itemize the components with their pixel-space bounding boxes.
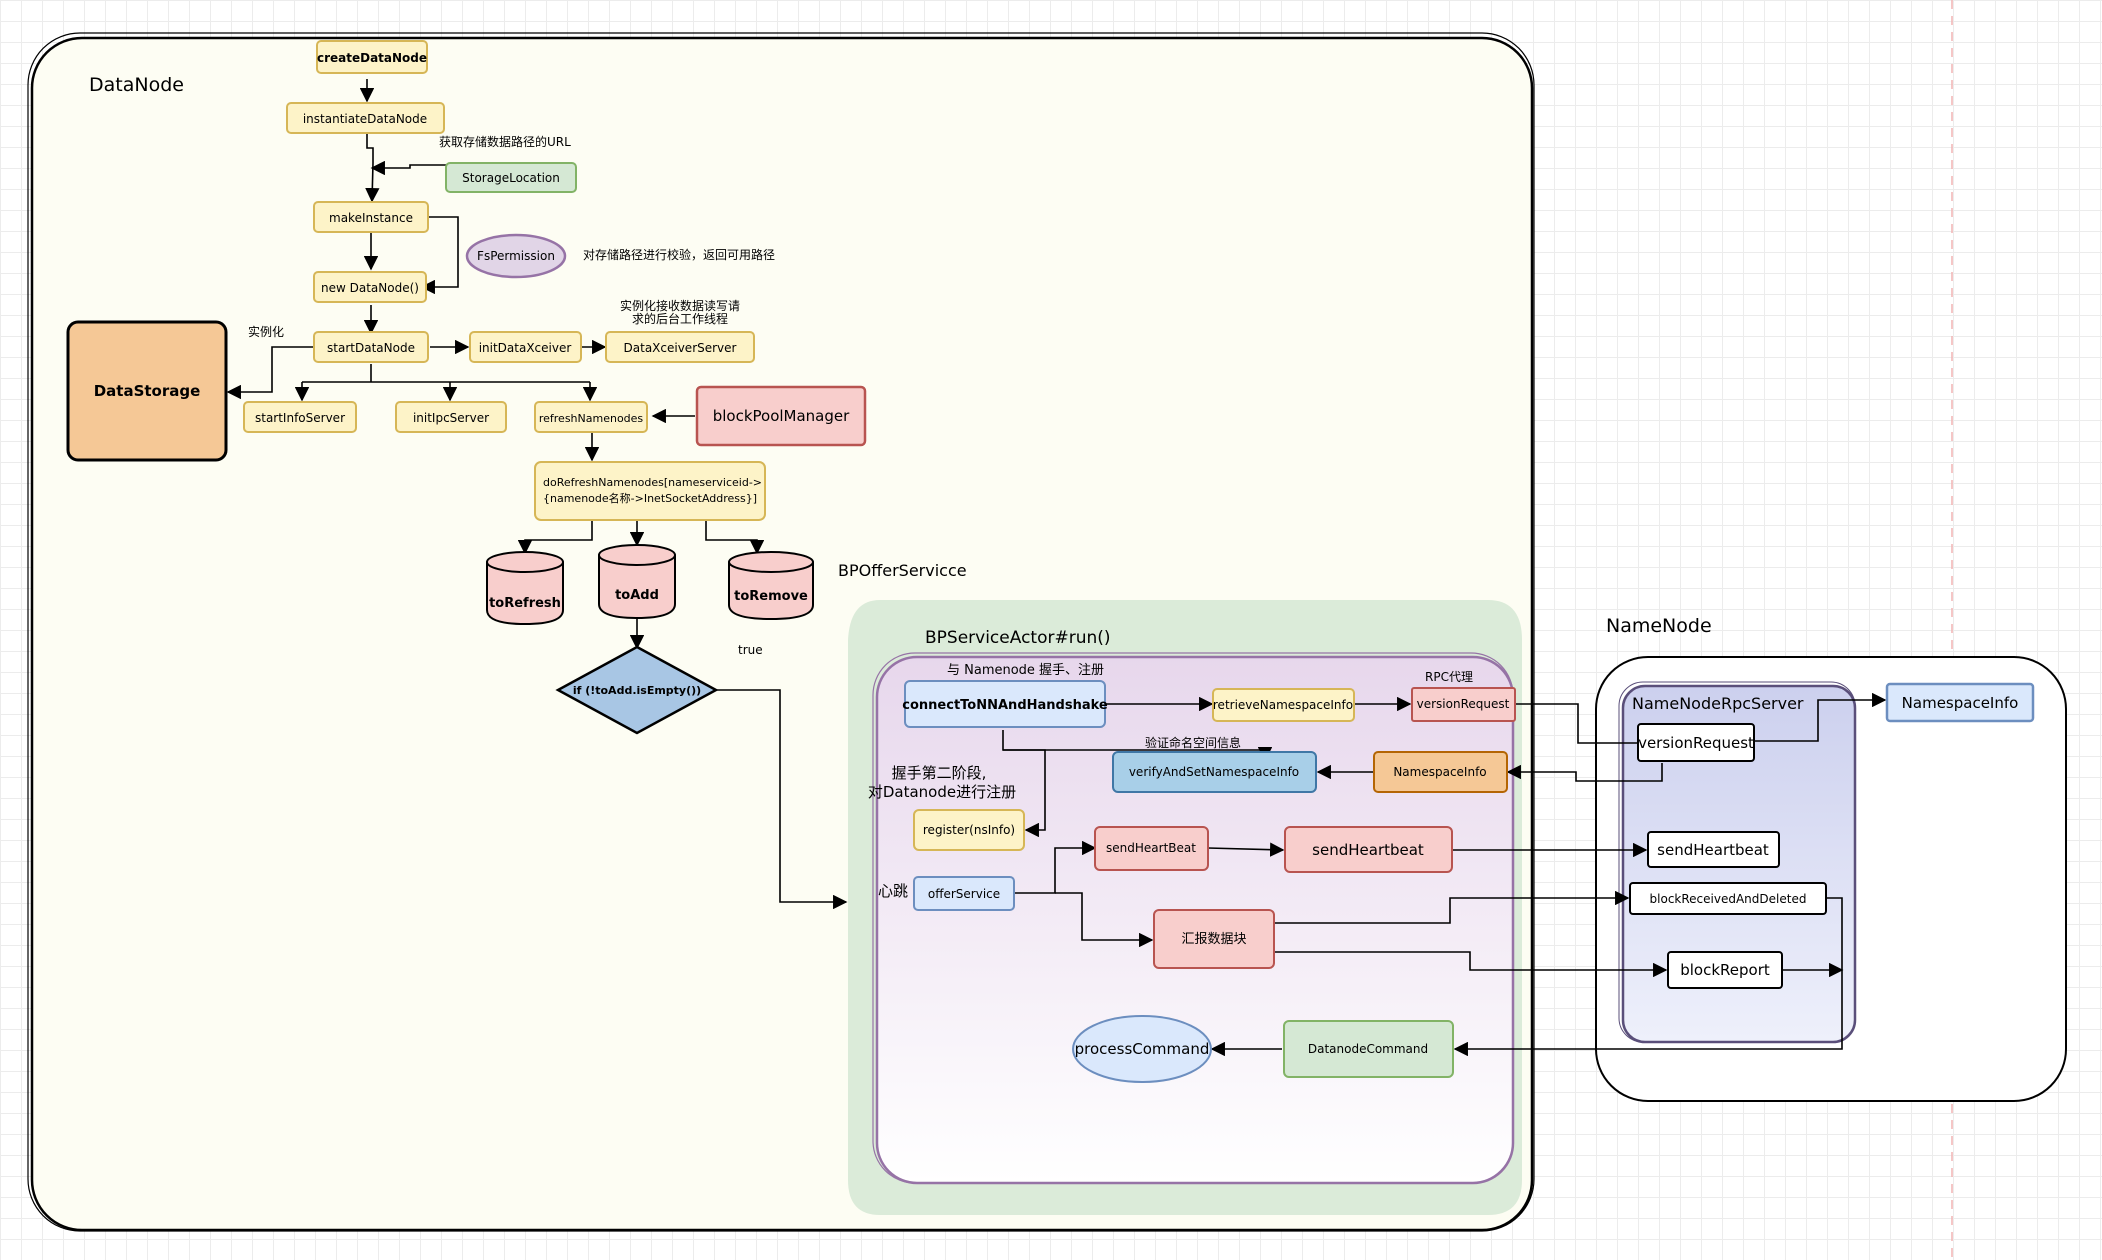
datanodecommand-label: DatanodeCommand — [1308, 1042, 1428, 1056]
bpoffer-service-label: BPOfferServicce — [838, 561, 967, 580]
sendheartbeat-server-label: sendHeartbeat — [1657, 841, 1769, 859]
makeinstance-label: makeInstance — [329, 211, 413, 225]
startinfoserver-label: startInfoServer — [255, 411, 345, 425]
blockpoolmanager-label: blockPoolManager — [713, 407, 850, 425]
sendheartbeat-server-node: sendHeartbeat — [1647, 831, 1780, 868]
versionrequest-server-label: versionRequest — [1638, 734, 1754, 752]
initipcserver-node: initIpcServer — [395, 401, 507, 433]
verify-ns-note: 验证命名空间信息 — [1145, 735, 1241, 750]
processcommand-node: processCommand — [1072, 1015, 1212, 1083]
handshake-note: 与 Namenode 握手、注册 — [947, 663, 1104, 678]
versionrequest-server-node: versionRequest — [1637, 723, 1755, 762]
blockreport-server-label: blockReport — [1680, 961, 1770, 979]
phase2-note-line1: 握手第二阶段, — [892, 764, 987, 782]
createdatanode-node: createDataNode — [316, 40, 428, 74]
if-toadd-label: if (!toAdd.isEmpty()) — [573, 684, 701, 697]
heartbeat-note: 心跳 — [878, 882, 908, 900]
xceiver-note-line1: 实例化接收数据读写请 — [620, 298, 740, 313]
initdataxceiver-label: initDataXceiver — [479, 341, 572, 355]
storagelocation-node: StorageLocation — [445, 162, 577, 193]
instantiatedatanode-node: instantiateDataNode — [286, 102, 445, 134]
datastorage-node: DataStorage — [66, 320, 228, 462]
blockreceived-server-node: blockReceivedAndDeleted — [1629, 882, 1827, 915]
dorefreshnamenodes-node: doRefreshNamenodes[nameserviceid-> {name… — [534, 461, 766, 521]
torefresh-node: toRefresh — [486, 551, 564, 626]
dataxceiverserver-label: DataXceiverServer — [624, 341, 737, 355]
rpc-server-title: NameNodeRpcServer — [1632, 694, 1804, 713]
offerservice-node: offerService — [913, 876, 1015, 911]
sendheartbeat-rpc-node: sendHeartbeat — [1284, 826, 1453, 873]
edges — [226, 79, 1887, 1057]
sendheartbeat-call-node: sendHeartBeat — [1094, 826, 1209, 871]
actor-title: BPServiceActor#run() — [925, 628, 1111, 648]
versionrequest-proxy-node: versionRequest — [1411, 687, 1516, 722]
blockpoolmanager-node: blockPoolManager — [695, 385, 867, 447]
datanodecommand-node: DatanodeCommand — [1283, 1020, 1454, 1078]
sendheartbeat-call-label: sendHeartBeat — [1106, 841, 1196, 855]
dorefresh-label-line2: {namenode名称->InetSocketAddress}] — [543, 491, 757, 505]
retrieve-namespace-label: retrieveNamespaceInfo — [1213, 698, 1353, 712]
fspermission-label: FsPermission — [477, 249, 555, 263]
fspermission-node: FsPermission — [465, 233, 567, 279]
namenode-title: NameNode — [1606, 615, 1712, 637]
namespaceinfo-label: NamespaceInfo — [1393, 765, 1486, 779]
register-label: register(nsInfo) — [923, 823, 1015, 837]
register-node: register(nsInfo) — [913, 809, 1025, 851]
rpc-note: RPC代理 — [1425, 670, 1473, 684]
startdatanode-label: startDataNode — [327, 341, 415, 355]
makeinstance-node: makeInstance — [313, 201, 429, 233]
new-datanode-label: new DataNode() — [321, 281, 419, 295]
processcommand-label: processCommand — [1075, 1040, 1210, 1058]
if-toadd-decision: if (!toAdd.isEmpty()) — [555, 645, 719, 735]
xceiver-note-line2: 求的后台工作线程 — [632, 311, 728, 326]
storagelocation-label: StorageLocation — [462, 171, 560, 185]
verify-namespace-node: verifyAndSetNamespaceInfo — [1112, 751, 1317, 793]
toadd-label: toAdd — [615, 588, 659, 603]
report-blocks-label: 汇报数据块 — [1181, 932, 1246, 947]
fspermission-note: 对存储路径进行校验，返回可用路径 — [583, 247, 775, 262]
torefresh-label: toRefresh — [489, 596, 561, 611]
new-datanode-node: new DataNode() — [313, 271, 427, 303]
refreshnamenodes-node: refreshNamenodes — [534, 401, 648, 433]
phase2-note-line2: 对Datanode进行注册 — [868, 783, 1016, 801]
dataxceiverserver-node: DataXceiverServer — [605, 331, 755, 363]
true-label: true — [738, 643, 763, 657]
datanode-title: DataNode — [89, 74, 184, 96]
sendheartbeat-rpc-label: sendHeartbeat — [1312, 841, 1424, 859]
offerservice-label: offerService — [928, 887, 1000, 901]
namespaceinfo-node: NamespaceInfo — [1373, 751, 1508, 793]
datastorage-label: DataStorage — [94, 382, 201, 400]
verify-namespace-label: verifyAndSetNamespaceInfo — [1129, 765, 1299, 779]
refreshnamenodes-label: refreshNamenodes — [539, 412, 644, 425]
storage-url-note: 获取存储数据路径的URL — [439, 134, 571, 149]
instantiatedatanode-label: instantiateDataNode — [303, 112, 427, 126]
retrieve-namespace-node: retrieveNamespaceInfo — [1212, 688, 1355, 722]
dorefresh-label-line1: doRefreshNamenodes[nameserviceid-> — [543, 476, 762, 489]
toadd-node: toAdd — [598, 544, 676, 620]
versionrequest-proxy-label: versionRequest — [1417, 697, 1510, 711]
initdataxceiver-node: initDataXceiver — [469, 331, 582, 363]
startinfoserver-node: startInfoServer — [243, 401, 357, 433]
connect-handshake-label: connectToNNAndHandshake — [902, 698, 1108, 713]
toremove-node: toRemove — [728, 551, 814, 621]
startdatanode-node: startDataNode — [313, 331, 429, 363]
blockreport-server-node: blockReport — [1667, 951, 1783, 989]
instantiate-note: 实例化 — [248, 324, 284, 339]
namespaceinfo-server-node: NamespaceInfo — [1885, 682, 2035, 723]
blockreceived-server-label: blockReceivedAndDeleted — [1650, 892, 1807, 906]
initipcserver-label: initIpcServer — [413, 411, 489, 425]
namespaceinfo-server-label: NamespaceInfo — [1902, 694, 2019, 712]
report-blocks-node: 汇报数据块 — [1153, 909, 1275, 969]
toremove-label: toRemove — [734, 589, 808, 604]
connect-handshake-node: connectToNNAndHandshake — [902, 680, 1108, 728]
createdatanode-label: createDataNode — [317, 51, 427, 65]
